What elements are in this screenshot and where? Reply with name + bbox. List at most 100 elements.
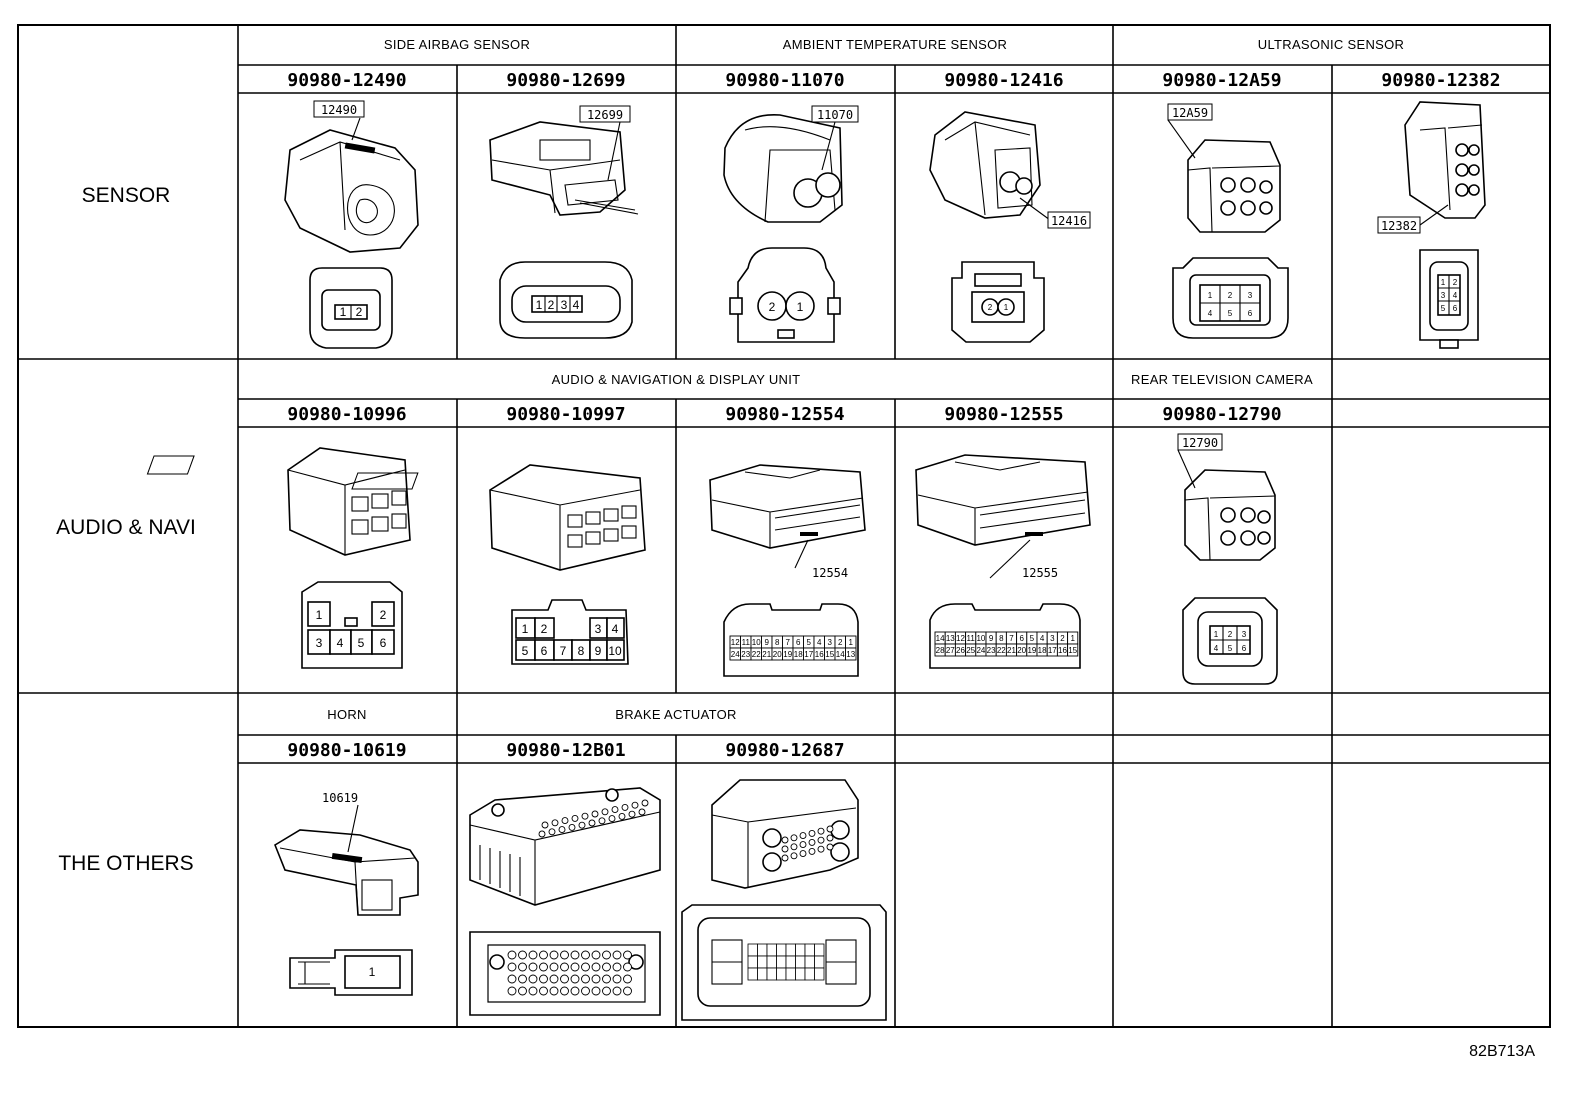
pin-number: 23 — [987, 646, 996, 655]
pin-number: 5 — [358, 636, 365, 650]
pin-number: 4 — [817, 638, 822, 647]
pin-number: 22 — [997, 646, 1006, 655]
connector-drawing-12687 — [681, 779, 887, 1021]
connector-drawing-11070: 11070 2 1 — [723, 105, 859, 343]
pin-socket — [570, 974, 580, 984]
pin-cell — [757, 955, 768, 969]
pin-number: 5 — [807, 638, 812, 647]
pin-number: 8 — [578, 644, 585, 658]
connector-drawing-12416: 12416 2 1 — [929, 111, 1091, 343]
connector-drawing-12699: 12699 1 2 3 4 — [489, 105, 639, 339]
pin-socket — [781, 836, 789, 844]
pin-number: 27 — [946, 646, 955, 655]
group-label: SIDE AIRBAG SENSOR — [384, 37, 530, 52]
part-number: 90980-12687 — [725, 740, 844, 761]
pin-socket — [638, 808, 646, 816]
group-label: REAR TELEVISION CAMERA — [1131, 372, 1313, 387]
pin-number: 2 — [769, 300, 776, 314]
pin-socket — [518, 986, 527, 996]
pin-socket — [623, 962, 632, 972]
pin-socket — [621, 803, 629, 811]
pin-cell — [814, 943, 825, 957]
callout-label: 12555 — [1022, 566, 1058, 580]
pin-number: 15 — [1068, 646, 1077, 655]
pin-socket — [507, 950, 517, 960]
pin-number: 2 — [356, 305, 363, 319]
callout-label: 12554 — [812, 566, 848, 580]
pin-socket — [790, 834, 798, 842]
pin-socket — [549, 986, 559, 996]
pin-number: 9 — [595, 644, 602, 658]
pin-number: 3 — [1441, 291, 1446, 300]
callout-label: 12790 — [1182, 436, 1218, 450]
pin-number: 1 — [316, 608, 323, 622]
pin-number: 23 — [741, 650, 750, 659]
group-label: ULTRASONIC SENSOR — [1258, 37, 1404, 52]
pin-socket — [560, 962, 569, 972]
connector-drawing-10996: 1 2 3 4 5 6 — [146, 447, 411, 669]
pin-number: 16 — [815, 650, 824, 659]
pin-number: 2 — [838, 638, 843, 647]
pin-number: 4 — [573, 298, 580, 312]
pin-cell — [766, 967, 777, 981]
pin-socket — [790, 843, 798, 851]
pin-socket — [588, 819, 596, 827]
pin-number: 2 — [1453, 278, 1458, 287]
part-number: 90980-12A59 — [1162, 70, 1281, 91]
pin-number: 3 — [828, 638, 833, 647]
callout-label: 12416 — [1051, 214, 1087, 228]
part-number: 90980-10619 — [287, 740, 406, 761]
pin-socket — [612, 974, 622, 984]
pin-number: 4 — [337, 636, 344, 650]
group-label: HORN — [327, 707, 366, 722]
pin-number: 8 — [775, 638, 780, 647]
part-number: 90980-12490 — [287, 70, 406, 91]
pin-number: 24 — [976, 646, 985, 655]
pin-number: 5 — [1441, 304, 1446, 313]
pin-number: 10 — [608, 644, 622, 658]
pin-number: 3 — [316, 636, 323, 650]
pin-socket — [551, 819, 559, 827]
pin-cell — [785, 943, 796, 957]
pin-cell — [785, 955, 796, 969]
category-label-sensor: SENSOR — [82, 184, 171, 207]
pin-socket — [790, 852, 798, 860]
pin-socket — [817, 845, 825, 853]
pin-socket — [549, 962, 559, 972]
connector-drawing-12A59: 12A59 1 2 3 4 5 6 — [1167, 103, 1289, 339]
pin-socket — [618, 812, 626, 820]
figure-code: 82B713A — [1469, 1043, 1535, 1060]
pin-number: 2 — [1228, 630, 1233, 639]
pin-number: 1 — [849, 638, 854, 647]
pin-number: 1 — [369, 965, 376, 979]
pin-cell — [795, 943, 806, 957]
pin-number: 4 — [1214, 644, 1219, 653]
pin-number: 18 — [794, 650, 803, 659]
pin-number: 2 — [380, 608, 387, 622]
pin-number: 20 — [1017, 646, 1026, 655]
pin-socket — [570, 950, 580, 960]
pin-socket — [560, 974, 569, 984]
connector-drawing-12B01 — [469, 787, 661, 1016]
part-number: 90980-11070 — [725, 70, 844, 91]
group-label: AUDIO & NAVIGATION & DISPLAY UNIT — [552, 372, 801, 387]
pin-number: 3 — [1248, 291, 1253, 300]
pin-socket — [528, 962, 538, 972]
pin-cell — [776, 955, 787, 969]
pin-number: 3 — [1242, 630, 1247, 639]
pin-number: 10 — [752, 638, 761, 647]
pin-socket — [808, 847, 816, 855]
pin-socket — [539, 950, 548, 960]
pin-socket — [539, 986, 548, 996]
callout-label: 12490 — [321, 103, 357, 117]
pin-socket — [539, 962, 548, 972]
callout-label: 12699 — [587, 108, 623, 122]
pin-socket — [601, 808, 609, 816]
pin-socket — [507, 986, 517, 996]
pin-socket — [799, 841, 807, 849]
pin-number: 4 — [612, 622, 619, 636]
callout-label: 12A59 — [1172, 106, 1208, 120]
